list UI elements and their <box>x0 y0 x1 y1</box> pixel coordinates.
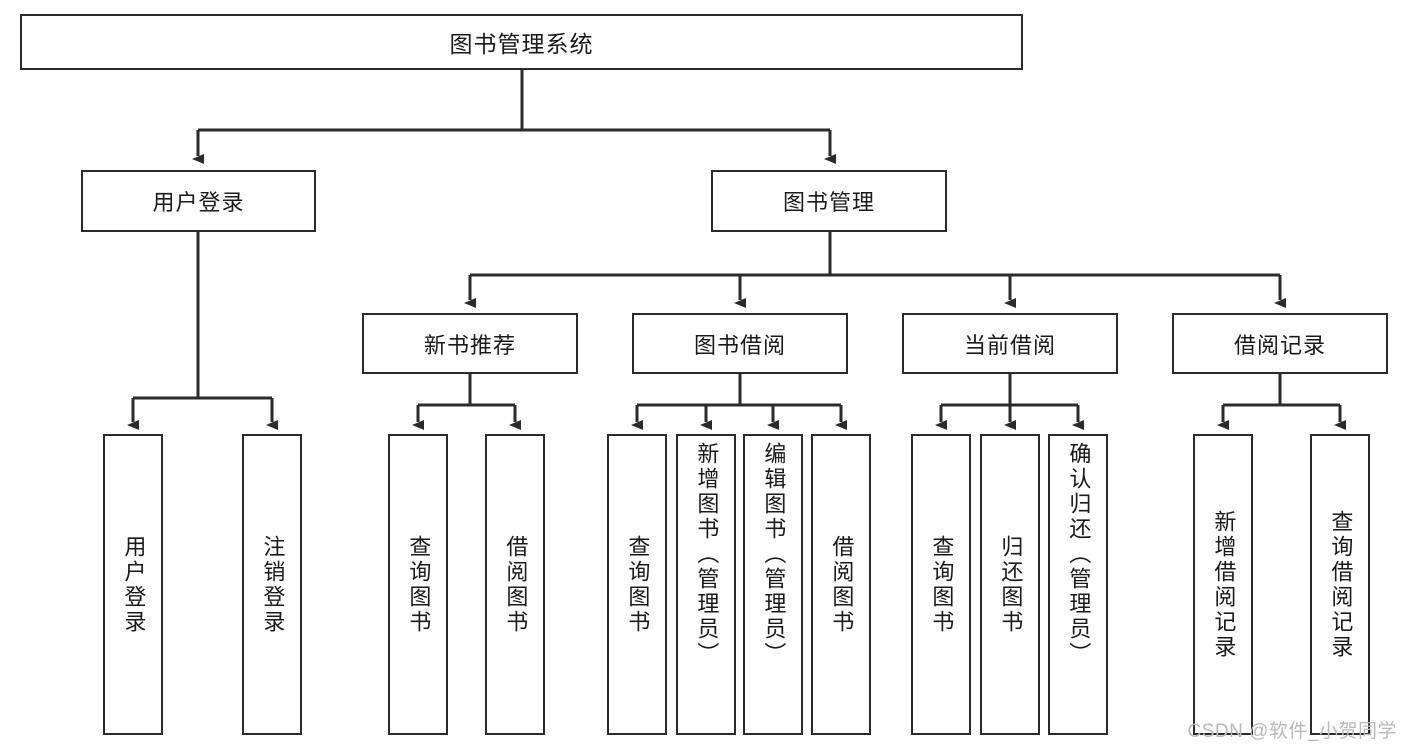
leaf-records-query-record[interactable]: 查询借阅记录 <box>1310 434 1370 735</box>
node-label: 图书管理 <box>782 190 875 215</box>
node-current-borrow[interactable]: 当前借阅 <box>902 313 1118 374</box>
node-label: 用户登录 <box>152 190 245 215</box>
leaf-borrow-add-book-admin[interactable]: 新增图书（管理员） <box>676 434 736 735</box>
leaf-borrow-borrow-book[interactable]: 借阅图书 <box>811 434 871 735</box>
node-root-system[interactable]: 图书管理系统 <box>20 14 1023 70</box>
leaf-content: 借阅图书 <box>813 436 869 733</box>
node-book-management[interactable]: 图书管理 <box>711 170 947 232</box>
leaf-borrow-query-book[interactable]: 查询图书 <box>607 434 667 735</box>
node-label: 新书推荐 <box>423 332 516 358</box>
leaf-content: 归还图书 <box>982 436 1038 733</box>
leaf-content: 查询图书 <box>609 436 665 733</box>
node-book-borrow[interactable]: 图书借阅 <box>632 313 848 374</box>
node-label: 图书借阅 <box>693 332 786 358</box>
leaf-new-book-borrow[interactable]: 借阅图书 <box>485 434 545 735</box>
leaf-content: 确认归还（管理员） <box>1050 436 1106 739</box>
leaf-label: 注销登录 <box>260 534 286 635</box>
leaf-user-login-logout[interactable]: 注销登录 <box>242 434 302 735</box>
node-label: 图书管理系统 <box>449 31 594 57</box>
leaf-content: 注销登录 <box>244 436 300 733</box>
leaf-label: 新增借阅记录 <box>1211 509 1237 660</box>
leaf-label: 新增图书（管理员） <box>694 442 720 667</box>
leaf-current-confirm-return-admin[interactable]: 确认归还（管理员） <box>1048 434 1108 735</box>
leaf-label: 用户登录 <box>121 534 147 635</box>
node-new-book-recommend[interactable]: 新书推荐 <box>362 313 578 374</box>
leaf-label: 归还图书 <box>998 534 1024 635</box>
leaf-new-book-query[interactable]: 查询图书 <box>388 434 448 735</box>
leaf-content: 查询图书 <box>390 436 446 733</box>
leaf-label: 编辑图书（管理员） <box>761 442 787 667</box>
leaf-records-add-record[interactable]: 新增借阅记录 <box>1193 434 1253 735</box>
leaf-label: 查询图书 <box>625 534 651 635</box>
leaf-label: 查询图书 <box>929 534 955 635</box>
leaf-label: 查询图书 <box>406 534 432 635</box>
leaf-label: 借阅图书 <box>829 534 855 635</box>
leaf-current-query-book[interactable]: 查询图书 <box>911 434 971 735</box>
leaf-borrow-edit-book-admin[interactable]: 编辑图书（管理员） <box>743 434 803 735</box>
node-label: 当前借阅 <box>963 332 1056 358</box>
leaf-user-login-login[interactable]: 用户登录 <box>103 434 163 735</box>
leaf-content: 借阅图书 <box>487 436 543 733</box>
node-borrow-records[interactable]: 借阅记录 <box>1172 313 1388 374</box>
leaf-label: 查询借阅记录 <box>1328 509 1354 660</box>
leaf-current-return-book[interactable]: 归还图书 <box>980 434 1040 735</box>
node-user-login[interactable]: 用户登录 <box>81 170 316 232</box>
csdn-watermark: CSDN @软件_小贺同学 <box>1187 721 1397 742</box>
leaf-content: 新增图书（管理员） <box>678 436 734 739</box>
leaf-content: 查询图书 <box>913 436 969 733</box>
node-label: 借阅记录 <box>1233 332 1326 358</box>
leaf-content: 新增借阅记录 <box>1195 436 1251 733</box>
leaf-content: 编辑图书（管理员） <box>745 436 801 739</box>
leaf-label: 确认归还（管理员） <box>1066 442 1092 667</box>
leaf-content: 用户登录 <box>105 436 161 733</box>
leaf-label: 借阅图书 <box>503 534 529 635</box>
leaf-content: 查询借阅记录 <box>1312 436 1368 733</box>
